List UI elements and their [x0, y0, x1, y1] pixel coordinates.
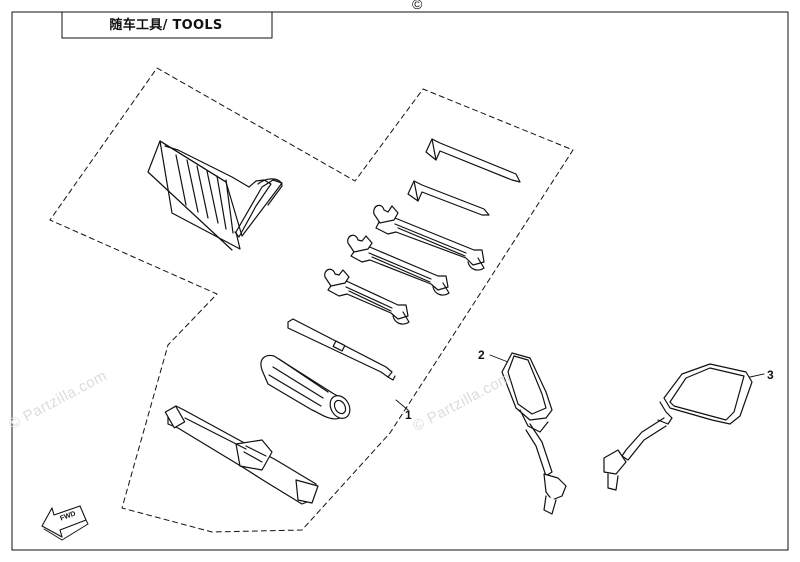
callout-1-leader [395, 399, 409, 411]
mirror-right [603, 363, 765, 491]
spark-plug-socket [164, 405, 319, 505]
page-title: 随车工具/ TOOLS [109, 18, 223, 33]
tool-kit-boundary [49, 67, 574, 533]
screwdriver-handle [260, 354, 351, 420]
outer-frame [11, 11, 789, 551]
screwdriver-bit [287, 318, 396, 381]
tool-pouch [147, 140, 283, 251]
fwd-arrow-icon [41, 505, 89, 541]
callout-2: 2 [478, 348, 485, 362]
top-copyright-mark: © [412, 0, 423, 12]
wrench-medium [347, 234, 450, 296]
callout-1: 1 [405, 408, 412, 422]
hex-key-large [425, 138, 521, 183]
callout-3: 3 [767, 368, 774, 382]
hex-key-small [407, 180, 490, 216]
wrench-large [373, 204, 485, 271]
title-box [61, 11, 273, 39]
wrench-small [324, 268, 410, 325]
mirror-left [489, 352, 567, 515]
